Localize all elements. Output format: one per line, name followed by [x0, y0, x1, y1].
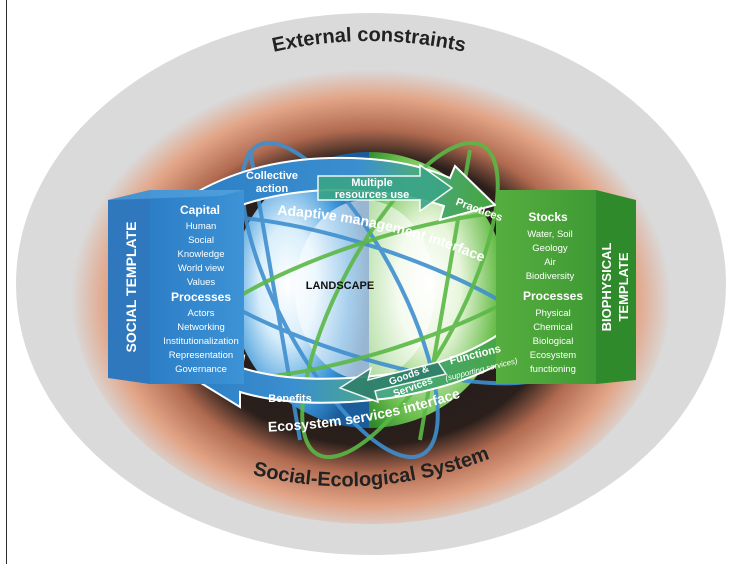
bio-processes-heading: Processes	[523, 289, 583, 303]
social-process-item: Representation	[169, 350, 233, 361]
bio-process-item: Chemical	[533, 322, 573, 333]
social-template-box	[108, 190, 244, 384]
biophysical-template-content: Stocks Water, Soil Geology Air Biodivers…	[523, 210, 583, 375]
stocks-item: Biodiversity	[526, 271, 575, 282]
goods-services-arrow	[338, 361, 448, 404]
left-border-line	[6, 0, 7, 564]
stocks-item: Geology	[532, 243, 568, 254]
stocks-heading: Stocks	[528, 210, 568, 224]
social-process-item: Institutionalization	[163, 336, 239, 347]
capital-item: World view	[178, 263, 224, 274]
collective-action-label-line2: action	[256, 183, 289, 195]
bio-process-item: Physical	[535, 308, 570, 319]
bio-process-item: Ecosystem	[530, 350, 577, 361]
biophysical-title-line1: BIOPHYSICAL	[599, 243, 614, 332]
social-template-content: Capital Human Social Knowledge World vie…	[163, 203, 239, 375]
capital-item: Knowledge	[177, 249, 224, 260]
benefits-label: Benefits	[268, 393, 311, 405]
multiple-resources-label-line2: resources use	[335, 189, 410, 201]
capital-item: Values	[187, 277, 216, 288]
capital-item: Human	[186, 221, 217, 232]
social-process-item: Networking	[177, 322, 225, 333]
biophysical-template-box	[496, 190, 636, 384]
bio-process-item: functioning	[530, 364, 576, 375]
stocks-item: Air	[544, 257, 556, 268]
multiple-resources-label-line1: Multiple	[351, 177, 393, 189]
social-process-item: Actors	[188, 308, 215, 319]
capital-item: Social	[188, 235, 214, 246]
multiple-resources-arrow	[317, 163, 454, 213]
stocks-item: Water, Soil	[527, 229, 573, 240]
landscape-label: LANDSCAPE	[306, 280, 374, 292]
social-process-item: Governance	[175, 364, 227, 375]
capital-heading: Capital	[180, 203, 220, 217]
social-template-title: SOCIAL TEMPLATE	[123, 222, 139, 353]
bio-process-item: Biological	[533, 336, 574, 347]
collective-action-label-line1: Collective	[246, 170, 298, 182]
biophysical-title-line2: TEMPLATE	[616, 252, 631, 321]
social-processes-heading: Processes	[171, 290, 231, 304]
